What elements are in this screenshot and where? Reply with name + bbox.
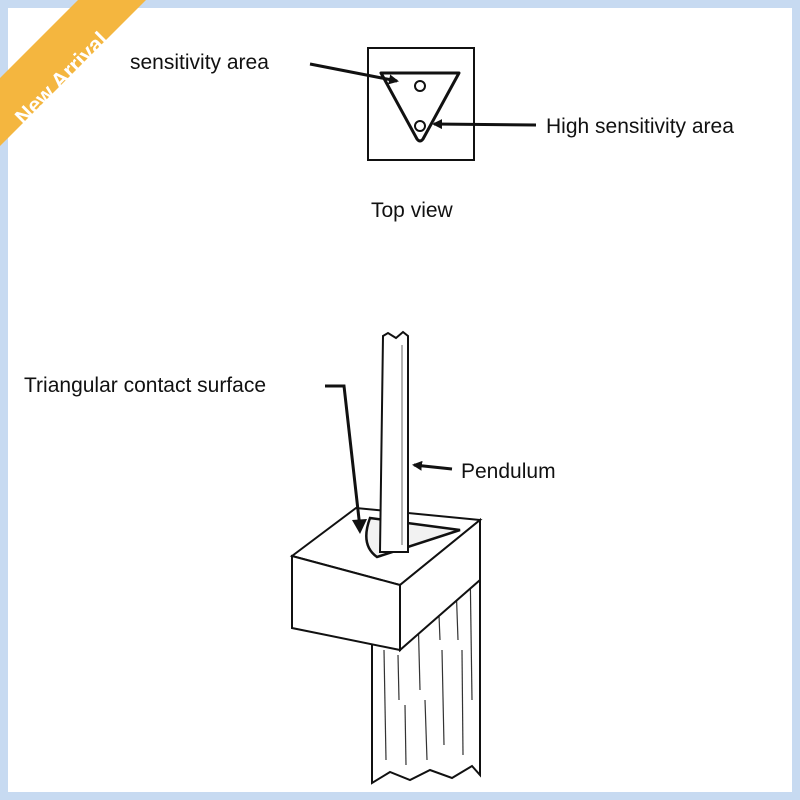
- high-sensitivity-arrow: [432, 119, 537, 130]
- top-view-triangle: [379, 71, 461, 143]
- high-sensitivity-label: High sensitivity area: [546, 115, 734, 138]
- pendulum-rod: [378, 330, 409, 553]
- pendulum-assembly: [289, 330, 483, 785]
- contact-surface-arrowhead: [352, 519, 367, 534]
- top-view-caption: Top view: [371, 199, 454, 222]
- new-arrival-badge: New Arrival: [0, 0, 146, 146]
- pendulum-arrow: [412, 460, 453, 471]
- contact-surface-leader: [325, 384, 362, 529]
- contact-surface-label: Triangular contact surface: [24, 374, 266, 397]
- top-view-square: [367, 47, 475, 161]
- low-sensitivity-label: sensitivity area: [130, 51, 269, 74]
- top-view-figure: [309, 47, 537, 161]
- pendulum-label: Pendulum: [461, 460, 556, 483]
- low-sensitivity-hole: [414, 80, 426, 92]
- low-sensitivity-arrow: [309, 62, 399, 85]
- block-side-face: [399, 517, 481, 653]
- high-sensitivity-hole: [414, 120, 426, 132]
